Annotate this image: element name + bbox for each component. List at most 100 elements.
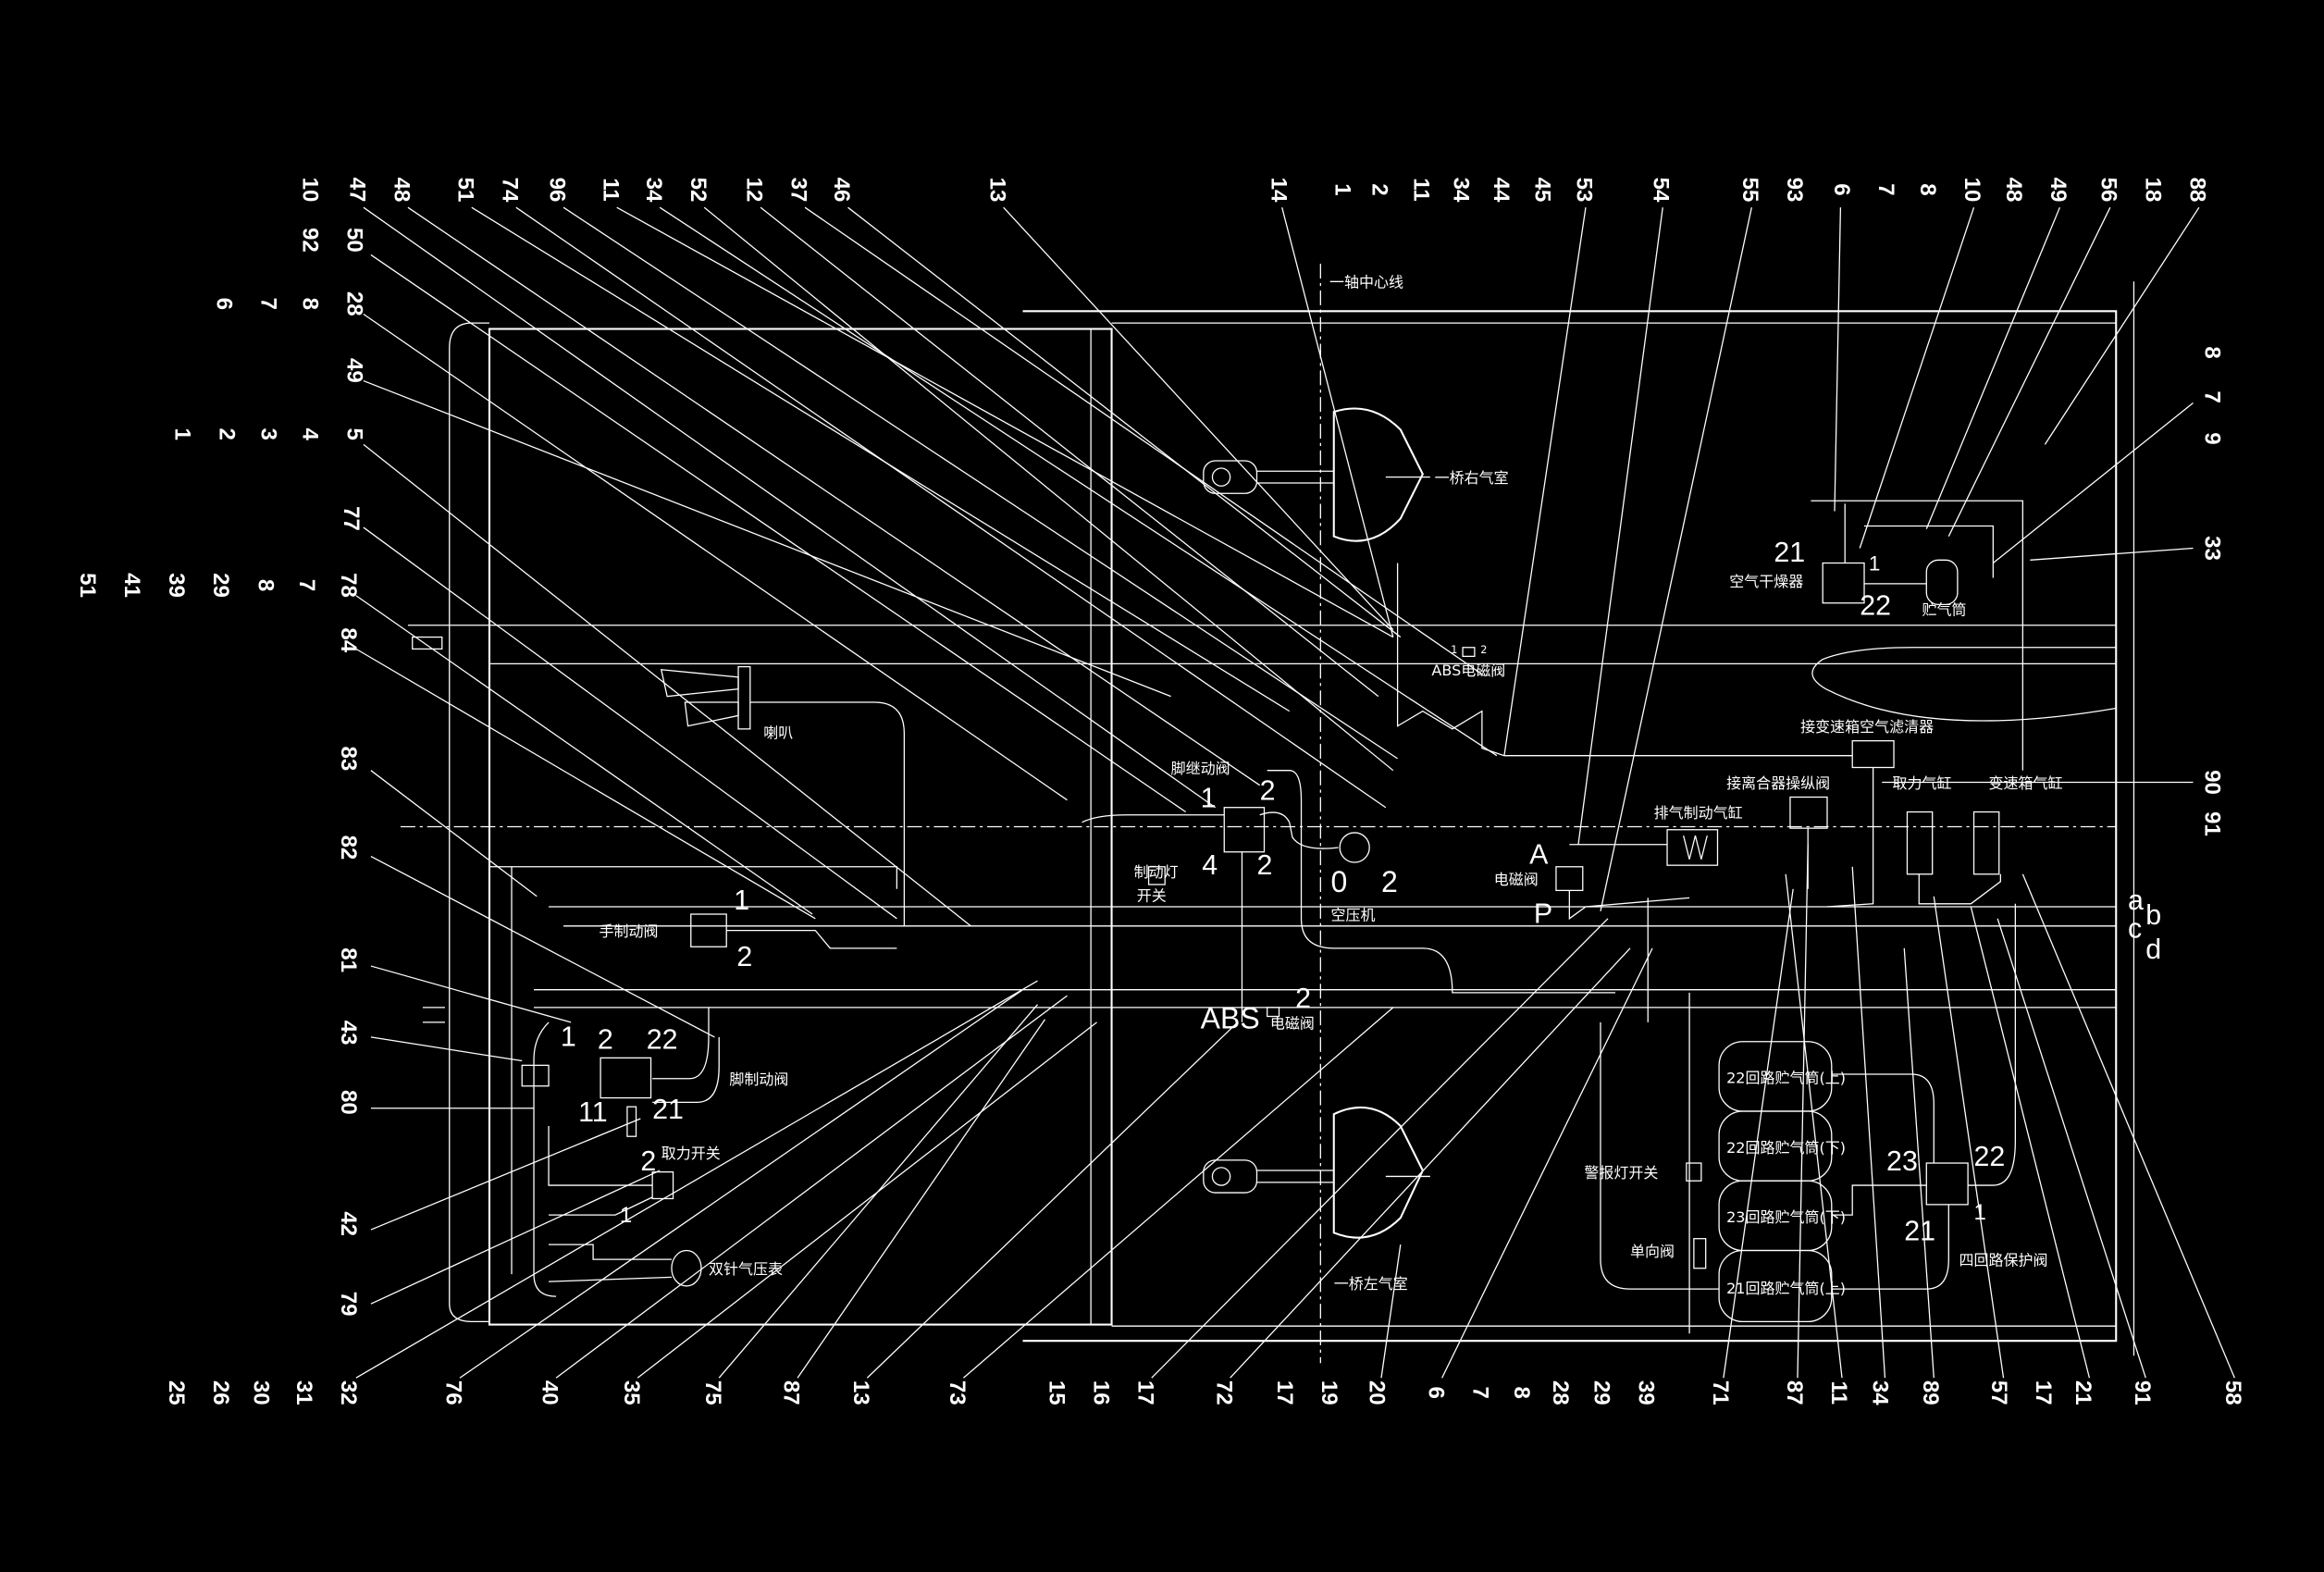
leader-line [2021,873,2235,1379]
abs-bottom-port-2: 2 [1295,983,1311,1014]
relay-port-2b: 2 [1256,849,1272,881]
leader-line [866,1021,1239,1379]
callout-number: 17 [2031,1380,2056,1405]
callout-number: 3 [255,428,280,440]
callout-number: 83 [336,747,361,772]
callout-number: 32 [336,1380,361,1405]
leader-line [1947,206,2111,537]
callout-number: 26 [208,1380,233,1405]
callout-number: 1 [1329,183,1354,195]
four-circuit-protection-valve [1925,1162,1969,1206]
callout-number: 88 [2184,178,2209,203]
axle-centerline-label: 一轴中心线 [1329,274,1403,291]
callout-number: 48 [2001,178,2026,203]
callout-number: 17 [1132,1380,1157,1405]
callout-number: 2 [1366,183,1391,195]
pipe-line [726,929,897,949]
callout-number: 8 [297,298,322,310]
callout-number: 34 [1449,178,1474,203]
leader-line [355,648,816,920]
dual-gauge-label: 双针气压表 [709,1260,783,1278]
callout-number: 12 [742,178,767,203]
callout-number: 81 [336,947,361,972]
callout-number: 7 [255,298,280,310]
gearbox-air-filter [1851,740,1895,769]
callout-number: 91 [2130,1380,2155,1405]
leader-line [963,1007,1394,1379]
leader-line [637,1021,1097,1379]
callout-number: 6 [1829,183,1854,195]
right-chamber-label: 一桥右气室 [1435,469,1509,487]
fbv-port-2: 2 [598,1024,613,1056]
abs-bottom-abs: ABS [1201,1001,1260,1034]
pipe-line [549,1276,672,1282]
leader-line [1859,206,1975,549]
callout-number: 96 [545,178,570,203]
abs-top-port-1: 1 [1451,644,1457,656]
callout-number: 7 [1873,183,1898,195]
callout-number: 25 [164,1380,189,1405]
callout-number: 31 [291,1380,316,1405]
callout-number: 45 [1530,178,1555,203]
pipe-line [489,866,898,889]
connection-c: c [2128,913,2142,945]
leader-line [555,995,1068,1379]
callout-number: 11 [598,178,623,201]
callout-number: 20 [1364,1380,1389,1405]
callout-number: 13 [984,178,1009,203]
leader-line [1380,1244,1402,1379]
fcv-port-23: 23 [1886,1145,1918,1177]
leader-line [1151,918,1609,1379]
solenoid-port-a: A [1529,839,1549,871]
callout-number: 93 [1782,178,1807,203]
relay-valve [1223,807,1266,853]
solenoid-port-p: P [1534,898,1552,930]
callout-number: 49 [2046,178,2071,203]
abs-valve-bottom [1267,1007,1280,1018]
leader-line [760,206,1379,698]
dryer-port-22: 22 [1860,590,1891,622]
leader-line [2044,206,2200,445]
callout-number: 35 [619,1380,644,1405]
leader-line [1925,206,2060,529]
pipe-line [652,1036,720,1104]
pipe-line [1864,525,1994,578]
pto-switch [651,1171,674,1200]
callout-number: 50 [341,228,366,253]
callout-number: 92 [297,228,322,253]
callout-number: 44 [1489,178,1514,203]
hand-brake-port-1: 1 [734,885,749,916]
callout-number: 11 [1408,178,1433,201]
solenoid-valve-label: 电磁阀 [1494,871,1539,888]
callout-number: 52 [686,178,711,203]
callout-number: 34 [641,178,666,203]
clutch-control-valve-label: 接离合器操纵阀 [1726,774,1830,792]
clutch-control-valve [1789,796,1828,829]
callout-number: 8 [1509,1387,1534,1399]
callout-number: 84 [336,627,361,652]
leader-line [363,379,1171,698]
exhaust-brake-cylinder-label: 排气制动气缸 [1654,804,1743,822]
leader-line [363,206,1217,809]
leader-line [1851,866,1886,1379]
callout-number: 17 [1272,1380,1297,1405]
fcv-port-1: 1 [1974,1200,1986,1225]
pipe-line [1568,890,1690,921]
callout-number: 79 [336,1292,361,1317]
air-tanks [1718,1041,1833,1323]
callout-number: 34 [1868,1380,1893,1405]
callout-number: 54 [1649,178,1674,203]
callout-number: 40 [538,1380,562,1405]
callout-number: 80 [336,1090,361,1115]
compressor-label: 空压机 [1331,906,1376,923]
compressor-port-2: 2 [1381,865,1398,898]
leader-line [562,206,1398,760]
pto-switch-port-2: 2 [640,1145,656,1177]
connection-a: a [2128,885,2144,916]
dryer-port-21: 21 [1774,537,1805,568]
pipe-line [1831,1073,1935,1164]
abs-top-port-2: 2 [1480,644,1487,656]
callout-number: 56 [2095,178,2120,203]
alarm-light-switch-label: 警报灯开关 [1584,1164,1658,1182]
